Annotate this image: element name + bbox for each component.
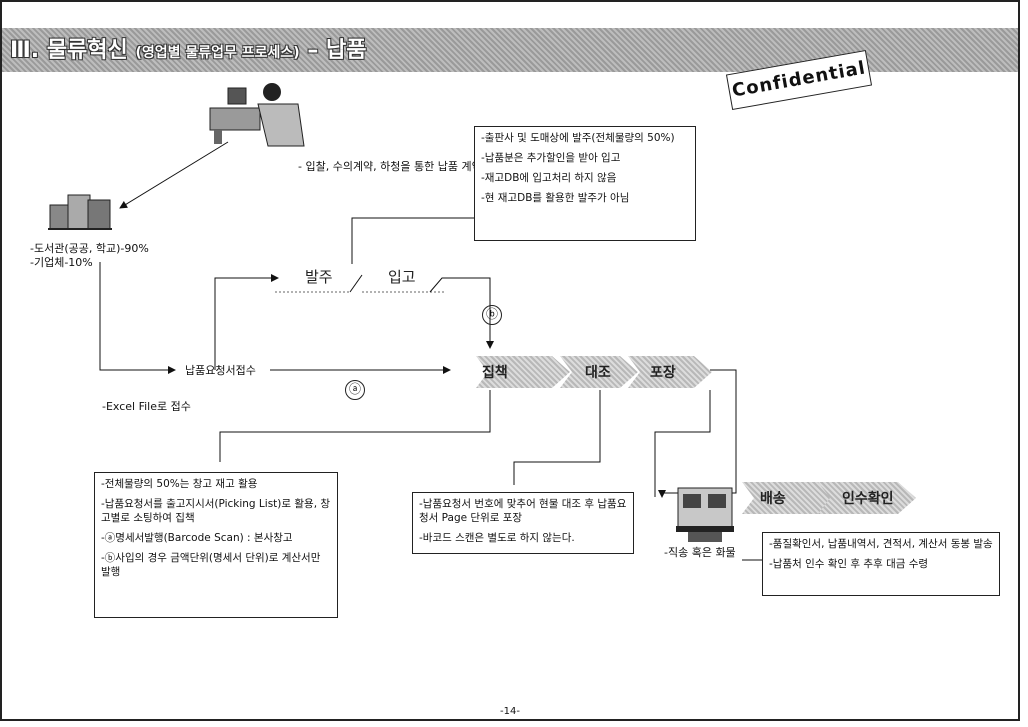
contract-label: - 입찰, 수의계약, 하청을 통한 납품 계약	[298, 160, 482, 173]
check-item: -바코드 스캔은 별도로 하지 않는다.	[419, 532, 575, 544]
arrow-b	[429, 277, 494, 349]
confirm-item: -납품처 인수 확인 후 추후 대금 수령	[769, 558, 929, 570]
chevron-confirm	[818, 482, 916, 514]
arrow-to-order	[214, 274, 279, 370]
marker-a: ⓐ	[345, 380, 365, 400]
purchase-item: -재고DB에 입고처리 하지 않음	[481, 172, 617, 184]
arrow-to-receipt	[99, 262, 176, 374]
customer-library-label: -도서관(공공, 학교)-90%	[30, 242, 149, 255]
picking-info-box: -전체물량의 50%는 창고 재고 활용 -납품요청서를 출고지시서(Picki…	[94, 472, 338, 618]
inbound-stage: 입고	[388, 268, 416, 286]
delivery-note: -직송 혹은 화물	[664, 546, 736, 559]
purchase-item: -현 재고DB를 활용한 발주가 아님	[481, 192, 630, 204]
title-main: Ⅲ. 물류혁신	[10, 38, 128, 63]
picking-item: -전체물량의 50%는 창고 재고 활용	[101, 478, 258, 490]
purchase-item: -출판사 및 도매상에 발주(전체물량의 50%)	[481, 132, 675, 144]
check-info-box: -납품요청서 번호에 맞추어 현물 대조 후 납품요청서 Page 단위로 포장…	[412, 492, 634, 554]
page-title: Ⅲ. 물류혁신 (영업별 물류업무 프로세스) – 납품	[10, 32, 367, 64]
step-check: 대조	[585, 365, 611, 381]
building-icon	[48, 194, 112, 230]
order-receipt-label: 납품요청서접수	[185, 364, 256, 377]
step-picking: 집책	[482, 365, 508, 381]
title-tail: – 납품	[307, 38, 367, 63]
arrow-contract	[119, 141, 229, 209]
step-pack: 포장	[650, 365, 676, 381]
title-sub: (영업별 물류업무 프로세스)	[135, 45, 300, 61]
step-confirm: 인수확인	[842, 491, 894, 507]
marker-b: ⓑ	[482, 305, 502, 325]
chevron-check	[560, 356, 638, 388]
check-item: -납품요청서 번호에 맞추어 현물 대조 후 납품요청서 Page 단위로 포장	[419, 498, 627, 524]
customer-company-label: -기업체-10%	[30, 256, 93, 269]
step-ship: 배송	[760, 491, 786, 507]
chevron-pack	[628, 356, 712, 388]
chevron-picking	[476, 356, 570, 388]
purchase-info-box: -출판사 및 도매상에 발주(전체물량의 50%) -납품분은 추가할인을 받아…	[474, 126, 696, 241]
excel-label: -Excel File로 접수	[102, 400, 191, 413]
confirm-item: -품질확인서, 납품내역서, 견적서, 계산서 동봉 발송	[769, 538, 993, 550]
page-number: -14-	[500, 706, 520, 717]
purchase-item: -납품분은 추가할인을 받아 입고	[481, 152, 621, 164]
picking-item: -ⓐ명세서발행(Barcode Scan) : 본사창고	[101, 532, 293, 544]
picking-item: -납품요청서를 출고지시서(Picking List)로 활용, 창고별로 소팅…	[101, 498, 331, 524]
picking-item: -ⓑ사입의 경우 금액단위(명세서 단위)로 계산서만 발행	[101, 552, 321, 578]
person-at-desk-icon	[209, 83, 305, 147]
order-stage: 발주	[305, 268, 333, 286]
confirm-info-box: -품질확인서, 납품내역서, 견적서, 계산서 동봉 발송 -납품처 인수 확인…	[762, 532, 1000, 596]
truck-icon	[676, 487, 734, 542]
